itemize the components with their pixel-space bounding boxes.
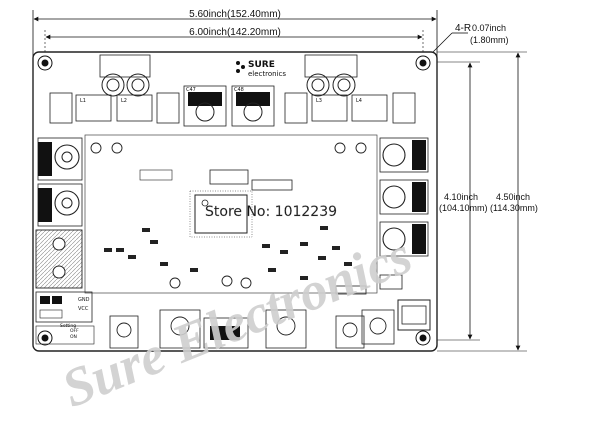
right-connector-block [379, 137, 429, 257]
smd-parts [104, 226, 403, 295]
logo-sub: electronics [248, 70, 286, 78]
top-component-row [49, 85, 416, 127]
logo-name: SURE [248, 60, 275, 70]
dip-switch-area [35, 291, 95, 345]
height-holes-inch: 4.10inch [444, 192, 478, 202]
label-l1: L1 [80, 98, 86, 104]
height-holes-mm: (104.10mm) [439, 203, 488, 213]
hole-radius-inch: 0.07inch [472, 23, 506, 33]
width-holes-label: 6.00inch(142.20mm) [189, 27, 281, 38]
label-vcc: VCC [78, 306, 89, 312]
transformer-block [397, 299, 431, 331]
bottom-jacks [109, 309, 395, 349]
label-gnd: GND [78, 297, 90, 303]
pcb-board: SURE electronics L1 L2 L3 L4 C47 C48 [32, 51, 438, 352]
mounting-hole-icon [415, 55, 431, 71]
hole-radius-label: 4-R [455, 23, 471, 34]
mounting-hole-icon [415, 330, 431, 346]
label-off: OFF [70, 328, 79, 334]
top-left-terminals [99, 54, 151, 97]
left-connector-block [37, 137, 83, 227]
label-setting: Setting [60, 323, 76, 329]
main-ic-chip [189, 190, 253, 238]
label-on: ON [70, 334, 77, 340]
mounting-hole-icon [37, 55, 53, 71]
mounting-hole-icon [37, 330, 53, 346]
center-small-components [90, 142, 367, 289]
dimension-lines [32, 10, 527, 352]
label-l2: L2 [121, 98, 127, 104]
hole-radius-mm: (1.80mm) [470, 35, 509, 45]
height-total-inch: 4.50inch [496, 192, 530, 202]
label-c47: C47 [186, 87, 196, 93]
width-total-label: 5.60inch(152.40mm) [189, 9, 281, 20]
store-label: Store No: 1012239 [205, 204, 337, 220]
height-total-mm: (114.30mm) [490, 203, 538, 213]
sure-logo: SURE electronics [236, 60, 286, 78]
top-right-terminals [304, 54, 358, 97]
label-l3: L3 [316, 98, 322, 104]
label-c48: C48 [234, 87, 244, 93]
input-terminal-block [35, 229, 83, 289]
label-l4: L4 [356, 98, 362, 104]
